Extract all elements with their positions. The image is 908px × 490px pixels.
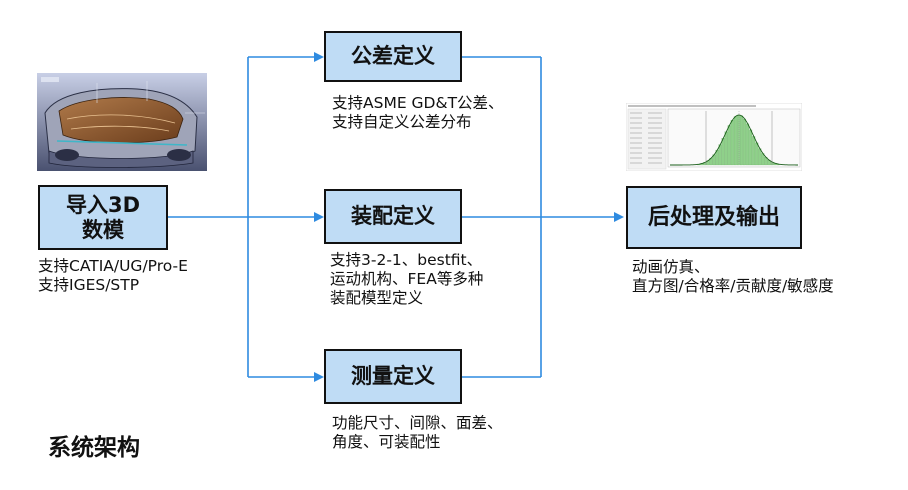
histogram-bar: [746, 123, 750, 166]
assembly-description-line-3: 装配模型定义: [330, 289, 424, 307]
measure-description: 功能尺寸、间隙、面差、 角度、可装配性: [332, 414, 503, 452]
histogram-bar: [733, 116, 737, 166]
car-model-image: [37, 73, 207, 171]
tolerance-box-label: 公差定义: [351, 44, 435, 69]
histogram-bar: [730, 120, 734, 166]
histogram-bar: [752, 136, 756, 166]
assembly-description-line-1: 支持3-2-1、bestfit、: [330, 251, 483, 269]
histogram-bar: [721, 138, 725, 166]
import-box-line-1: 导入3D: [65, 193, 141, 218]
post-box-label: 后处理及输出: [647, 204, 780, 230]
histogram-bar: [758, 148, 762, 166]
histogram-curve: [670, 114, 798, 166]
histogram-bar: [727, 125, 731, 166]
measure-description-line-1: 功能尺寸、间隙、面差、: [332, 414, 503, 432]
post-description-line-2: 直方图/合格率/贡献度/敏感度: [632, 277, 834, 295]
import-description-line-1: 支持CATIA/UG/Pro-E: [38, 257, 188, 275]
histogram-image: [626, 103, 802, 171]
tolerance-definition-box: 公差定义: [324, 31, 462, 82]
measure-description-line-2: 角度、可装配性: [332, 433, 441, 451]
assembly-definition-box: 装配定义: [324, 189, 462, 244]
histogram-bar: [718, 144, 722, 166]
post-description: 动画仿真、 直方图/合格率/贡献度/敏感度: [632, 258, 834, 296]
histogram-bar: [739, 115, 743, 166]
measure-box-label: 测量定义: [351, 364, 435, 389]
histogram-bar: [736, 114, 740, 166]
tolerance-description-line-1: 支持ASME GD&T公差、: [332, 94, 504, 112]
measurement-definition-box: 测量定义: [324, 349, 462, 404]
histogram-bar: [724, 131, 728, 166]
import-box-line-2: 数模: [81, 217, 124, 242]
assembly-description: 支持3-2-1、bestfit、 运动机构、FEA等多种 装配模型定义: [330, 251, 483, 308]
post-description-line-1: 动画仿真、: [632, 258, 710, 276]
histogram-bar: [743, 118, 746, 166]
tolerance-description-line-2: 支持自定义公差分布: [332, 113, 472, 131]
page-title: 系统架构: [48, 435, 140, 461]
assembly-box-label: 装配定义: [351, 204, 435, 229]
assembly-description-line-2: 运动机构、FEA等多种: [330, 270, 484, 288]
import-description: 支持CATIA/UG/Pro-E 支持IGES/STP: [38, 257, 188, 295]
import-description-line-2: 支持IGES/STP: [38, 276, 140, 294]
histogram-bar: [749, 129, 753, 166]
histogram-bar: [755, 142, 759, 166]
tolerance-description: 支持ASME GD&T公差、 支持自定义公差分布: [332, 94, 504, 132]
import-3d-model-box: 导入3D 数模: [38, 185, 168, 250]
post-processing-output-box: 后处理及输出: [626, 186, 802, 249]
